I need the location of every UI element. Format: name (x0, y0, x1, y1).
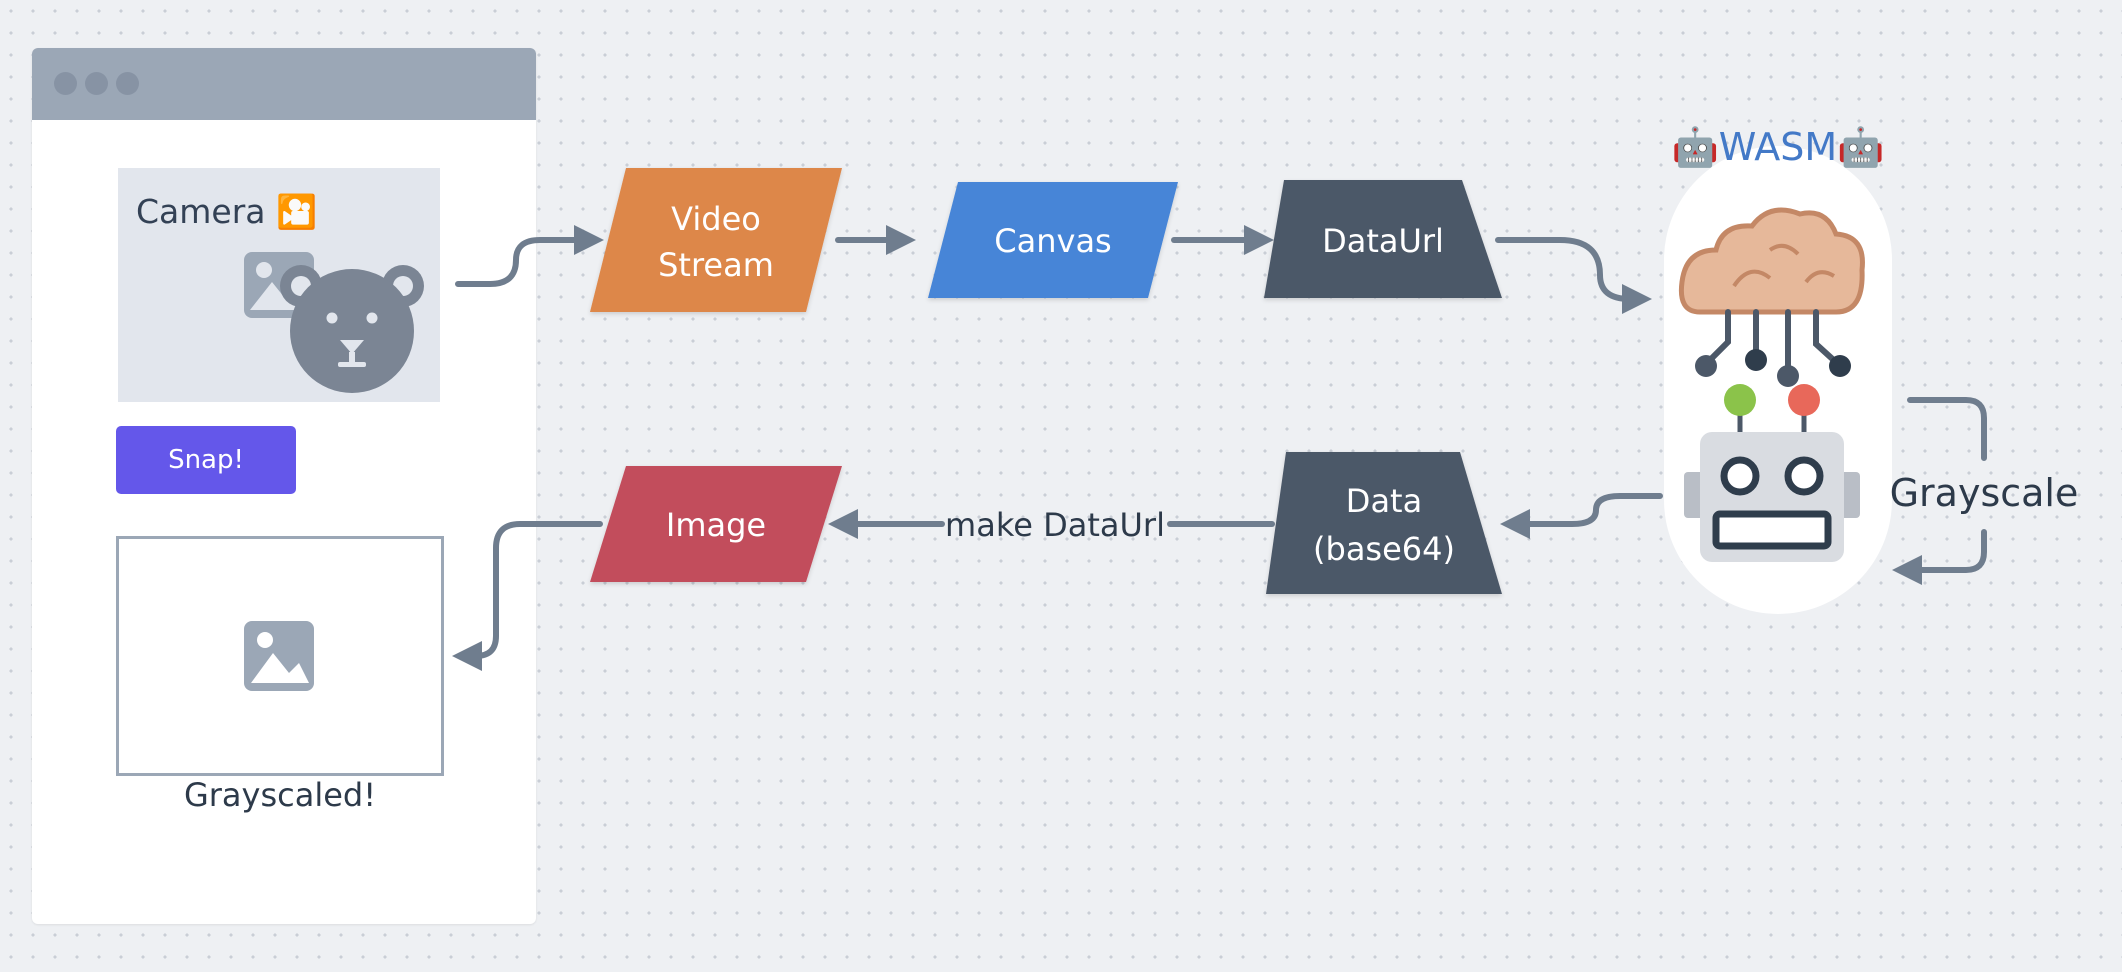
edge-image-to-result (452, 521, 603, 671)
node-video-stream-label-2: Stream (658, 246, 774, 284)
camera-preview: Camera 🎦 (118, 168, 440, 402)
node-wasm: 🤖WASM🤖 (1664, 125, 1892, 614)
wasm-title: 🤖WASM🤖 (1671, 125, 1884, 169)
result-image-placeholder (244, 621, 314, 691)
edge-dataurl-to-wasm (1495, 237, 1652, 314)
window-dot-icon (116, 72, 139, 95)
grayscaled-result-frame (116, 536, 444, 776)
node-data-base64-label-1: Data (1346, 482, 1422, 520)
node-canvas-label: Canvas (994, 222, 1111, 260)
edge-wasm-grayscale-loop-return (1892, 529, 1987, 585)
node-image-label: Image (666, 506, 766, 544)
app-window: Camera 🎦 Snap! (32, 48, 536, 924)
snap-button[interactable]: Snap! (116, 426, 296, 494)
image-placeholder-icon (244, 621, 314, 691)
node-data-base64-label-2: (base64) (1313, 530, 1455, 568)
node-image: Image (590, 466, 842, 582)
edge-label-make-dataurl: make DataUrl (945, 506, 1165, 544)
node-canvas-shape (928, 182, 1178, 298)
cloud-brain-icon (1678, 207, 1865, 387)
edge-camera-to-video (455, 225, 604, 287)
node-video-stream-label-1: Video (671, 200, 761, 238)
node-dataurl: DataUrl (1264, 180, 1502, 298)
node-data-base64: Data (base64) (1266, 452, 1502, 594)
camera-image-placeholder (244, 252, 424, 393)
window-dot-icon (85, 72, 108, 95)
result-caption: Grayscaled! (183, 776, 377, 814)
robot-icon (1684, 384, 1860, 562)
node-canvas: Canvas (928, 182, 1178, 298)
node-video-stream: Video Stream (590, 168, 842, 312)
edge-label-grayscale: Grayscale (1890, 471, 2079, 515)
edge-wasm-to-data (1500, 493, 1663, 539)
camera-label: Camera 🎦 (136, 192, 318, 231)
node-dataurl-shape (1264, 180, 1502, 298)
node-video-stream-shape (590, 168, 842, 312)
edge-wasm-grayscale-loop (1907, 397, 1987, 461)
node-dataurl-label: DataUrl (1322, 222, 1444, 260)
node-data-base64-shape (1266, 452, 1502, 594)
bear-icon (280, 265, 424, 393)
window-dot-icon (54, 72, 77, 95)
node-image-shape (590, 466, 842, 582)
window-titlebar (32, 48, 536, 120)
